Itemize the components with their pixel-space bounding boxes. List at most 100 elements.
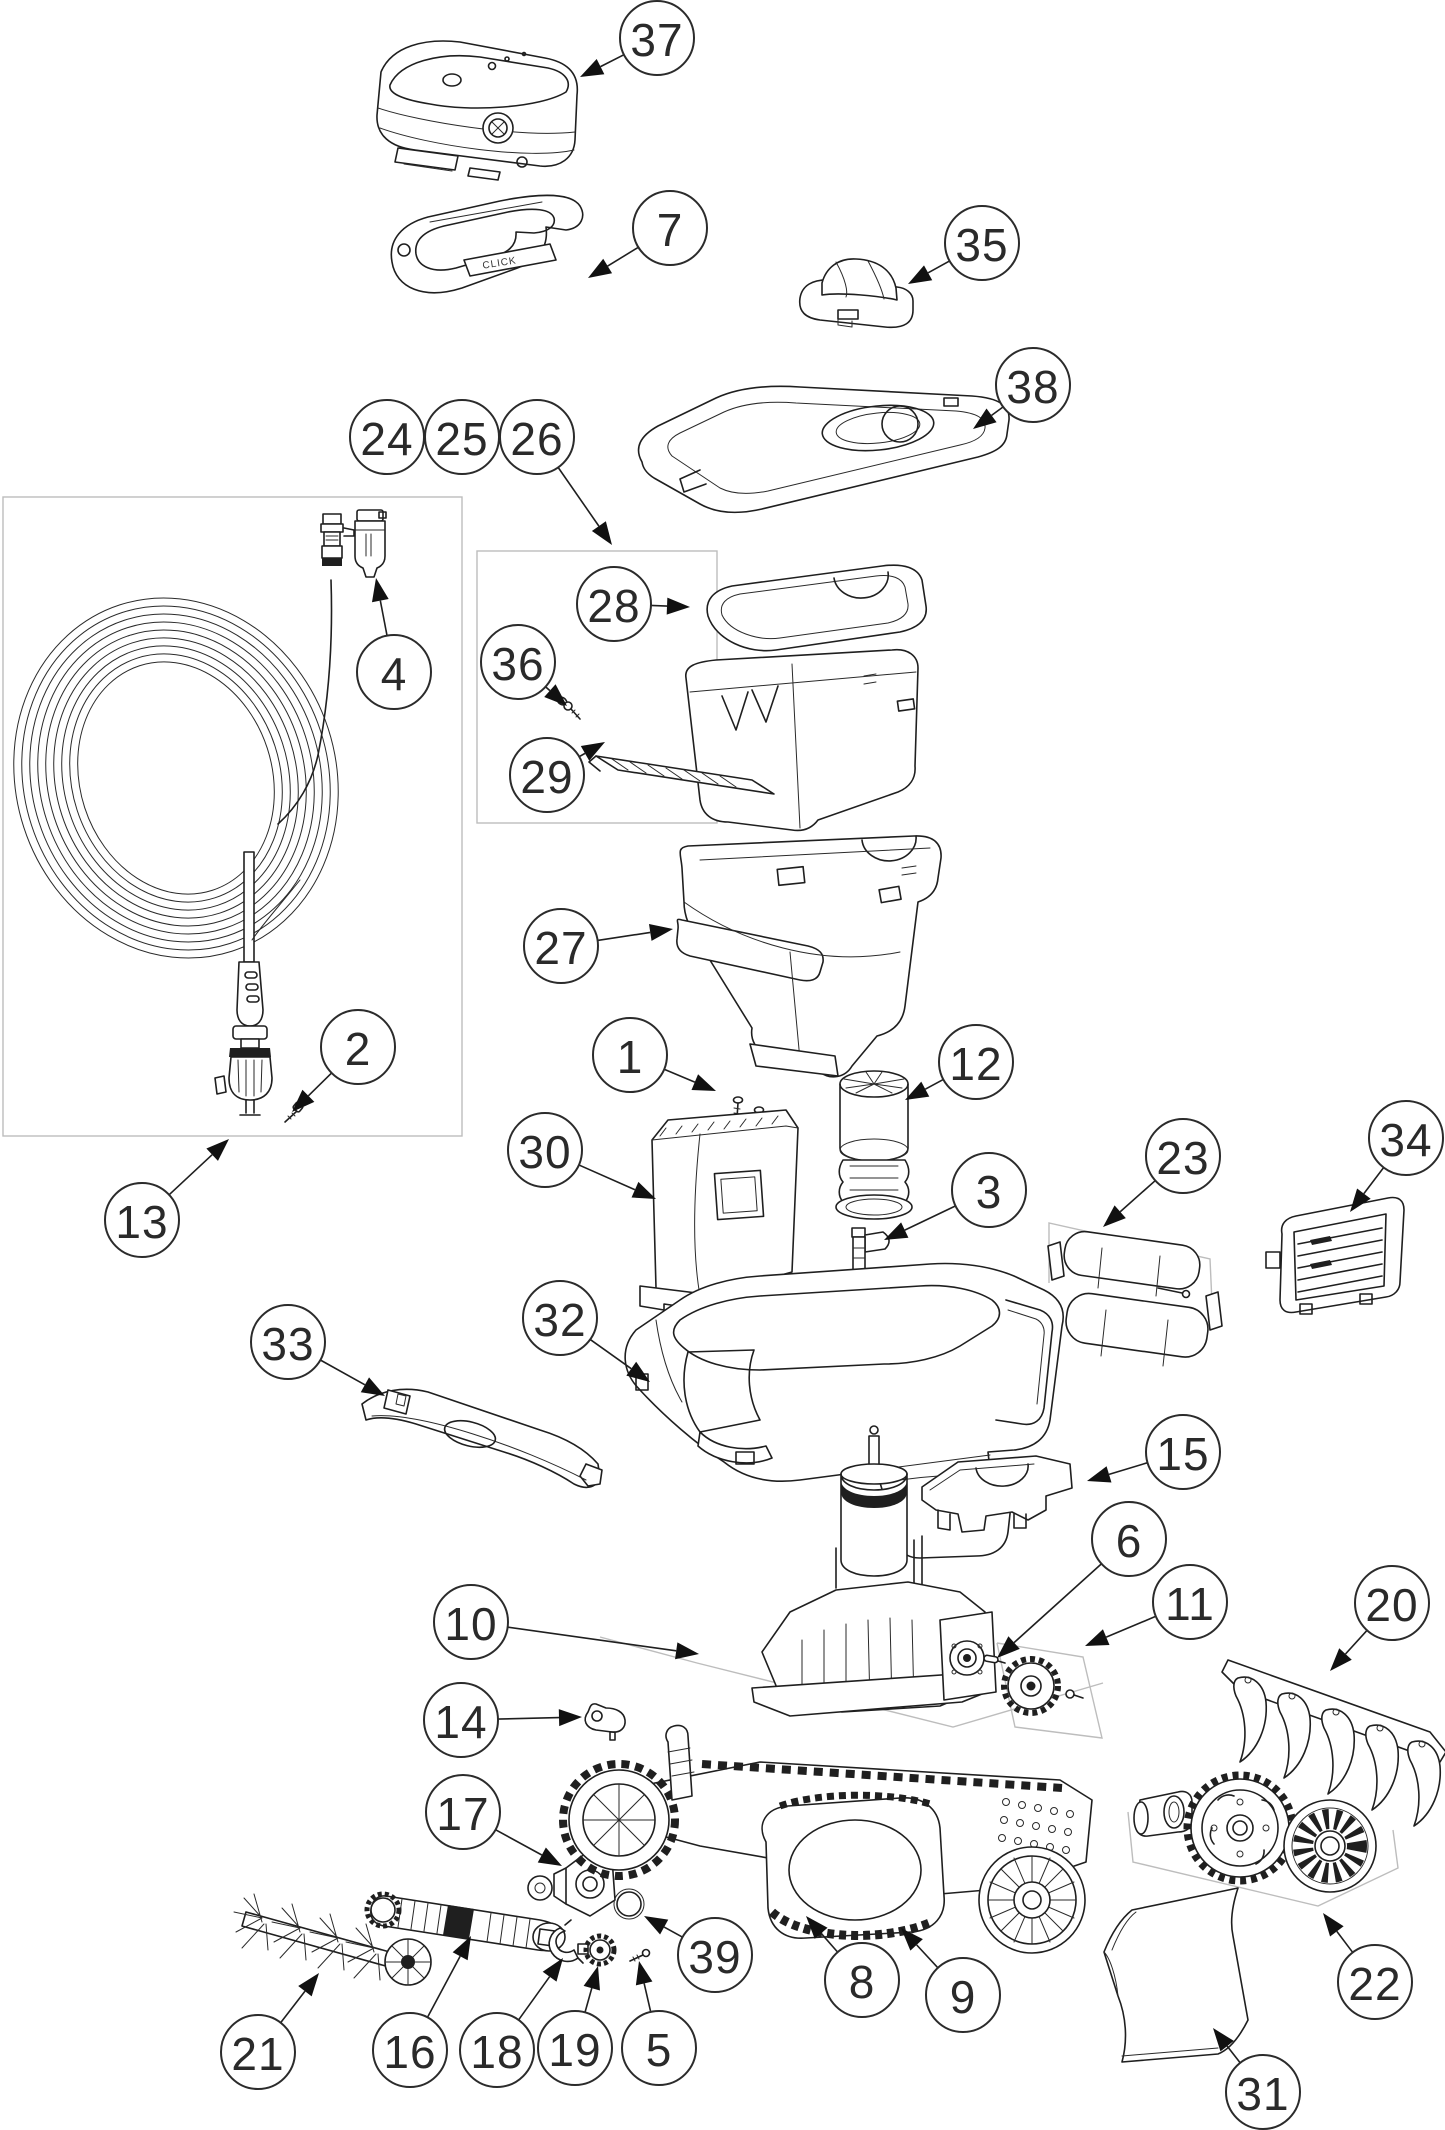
callout-circle-2 <box>320 1009 396 1085</box>
part-39-bearing-drawing <box>613 1888 645 1920</box>
part-7-handle-frame-drawing <box>390 194 584 294</box>
callout-circle-26 <box>499 399 575 475</box>
leader-arrowhead-5 <box>635 1961 653 1986</box>
part-35-cap-drawing <box>798 258 914 329</box>
callout-number-34: 34 <box>1379 1114 1432 1166</box>
leader-line-14 <box>497 1716 560 1720</box>
leader-line-22 <box>1336 1930 1354 1953</box>
leader-arrowhead-14 <box>558 1709 582 1727</box>
leader-line-29 <box>578 752 586 758</box>
callout-37: 37 <box>580 0 695 77</box>
callout-circle-9 <box>925 1957 1001 2033</box>
leader-line-10 <box>507 1626 677 1652</box>
callout-12: 12 <box>905 1024 1014 1100</box>
part-33-bumper-drawing <box>361 1388 603 1489</box>
leader-line-21 <box>279 1990 306 2024</box>
leader-arrowhead-4 <box>371 578 389 603</box>
part-34-vent-panel-drawing <box>1265 1196 1405 1315</box>
callout-1: 1 <box>592 1017 716 1093</box>
leader-line-37 <box>600 54 625 68</box>
callout-circle-1 <box>592 1017 668 1093</box>
part-5-screw-drawing <box>629 1948 651 1962</box>
part-29-slat-strip-drawing <box>588 755 775 795</box>
callout-number-10: 10 <box>444 1598 497 1650</box>
leader-arrowhead-32 <box>626 1361 650 1382</box>
callout-number-39: 39 <box>688 1931 741 1983</box>
callout-number-9: 9 <box>950 1971 977 2023</box>
callout-circle-38 <box>995 347 1071 423</box>
leader-line-31 <box>1226 2045 1241 2064</box>
callout-21: 21 <box>220 1973 319 2090</box>
part-21-brush-drawing <box>233 1893 432 1986</box>
callout-27: 27 <box>523 908 673 984</box>
callout-7: 7 <box>588 190 708 278</box>
leader-arrowhead-15 <box>1087 1466 1112 1483</box>
callout-number-1: 1 <box>617 1031 644 1083</box>
leader-arrowhead-22 <box>1323 1913 1344 1937</box>
leader-line-30 <box>578 1164 636 1191</box>
leader-line-39 <box>663 1926 683 1938</box>
leader-arrowhead-3 <box>884 1222 909 1240</box>
callout-4: 4 <box>356 578 432 710</box>
callout-number-36: 36 <box>491 638 544 690</box>
callout-number-29: 29 <box>520 751 573 803</box>
callout-23: 23 <box>1103 1118 1221 1227</box>
part-11-gear-drawing <box>1001 1656 1084 1716</box>
callout-number-24: 24 <box>360 413 413 465</box>
part-22-wheel-kit-drawing <box>1133 1771 1377 1893</box>
leader-line-20 <box>1344 1629 1368 1655</box>
callout-number-13: 13 <box>115 1196 168 1248</box>
callout-circle-17 <box>425 1774 501 1850</box>
leader-arrowhead-10 <box>675 1642 699 1660</box>
leader-arrowhead-23 <box>1103 1205 1126 1227</box>
callout-25: 25 <box>424 399 500 475</box>
callout-number-22: 22 <box>1348 1958 1401 2010</box>
leader-arrowhead-11 <box>1085 1629 1110 1646</box>
callout-number-32: 32 <box>533 1294 586 1346</box>
callout-circle-33 <box>250 1304 326 1380</box>
leader-line-4 <box>379 600 388 636</box>
leader-arrowhead-36 <box>544 684 567 706</box>
callout-17: 17 <box>425 1774 562 1866</box>
leader-line-11 <box>1105 1615 1157 1638</box>
callout-circle-39 <box>677 1917 753 1993</box>
callout-8: 8 <box>806 1916 900 2018</box>
callout-number-2: 2 <box>345 1023 372 1075</box>
callout-number-31: 31 <box>1236 2068 1289 2120</box>
callout-36: 36 <box>480 624 567 706</box>
callout-28: 28 <box>576 566 690 642</box>
callout-circle-15 <box>1145 1414 1221 1490</box>
leader-arrowhead-9 <box>901 1928 923 1951</box>
callout-number-16: 16 <box>383 2026 436 2078</box>
leader-arrowhead-34 <box>1350 1188 1371 1212</box>
part-28-filter-tray-drawing <box>685 564 927 832</box>
callout-circle-5 <box>621 2010 697 2086</box>
callout-3: 3 <box>884 1152 1027 1240</box>
callout-circle-7 <box>632 190 708 266</box>
callout-number-21: 21 <box>231 2028 284 2080</box>
leader-line-7 <box>607 246 639 267</box>
callout-circle-12 <box>938 1024 1014 1100</box>
callout-circle-3 <box>951 1152 1027 1228</box>
leader-arrowhead-28 <box>666 597 690 615</box>
callout-circle-30 <box>507 1112 583 1188</box>
callout-number-14: 14 <box>434 1696 487 1748</box>
callout-number-7: 7 <box>657 204 684 256</box>
leader-line-12 <box>924 1078 944 1090</box>
callout-number-28: 28 <box>587 580 640 632</box>
callout-number-6: 6 <box>1116 1515 1143 1567</box>
callout-circle-11 <box>1152 1564 1228 1640</box>
leader-line-19 <box>584 1987 593 2013</box>
callout-2: 2 <box>292 1009 396 1112</box>
callout-10: 10 <box>433 1584 699 1660</box>
part-27-canister-drawing <box>676 835 942 1078</box>
callout-34: 34 <box>1350 1100 1444 1212</box>
callout-number-4: 4 <box>381 648 408 700</box>
callout-15: 15 <box>1087 1414 1221 1490</box>
callout-31: 31 <box>1213 2028 1301 2130</box>
callout-20: 20 <box>1330 1565 1430 1671</box>
part-4-swivel-drawing <box>320 509 387 578</box>
leader-arrowhead-33 <box>360 1377 385 1396</box>
callout-circle-16 <box>372 2012 448 2088</box>
